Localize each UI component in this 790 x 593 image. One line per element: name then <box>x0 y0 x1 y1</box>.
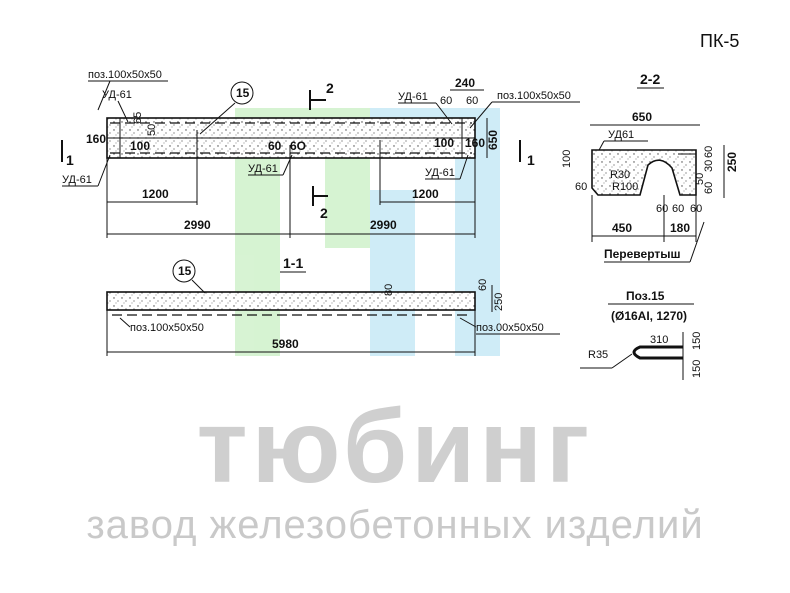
label-ud-top-left: УД-61 <box>102 89 132 101</box>
dim-2990-left: 2990 <box>184 218 211 232</box>
cut-2-top: 2 <box>326 80 334 96</box>
drawing-title: ПК-5 <box>700 31 739 51</box>
cut-1-left: 1 <box>66 152 74 168</box>
leader-line <box>119 317 131 328</box>
dim-100-left: 100 <box>130 139 150 153</box>
leader-line <box>97 154 111 187</box>
watermark-subtitle: завод железобетонных изделий <box>86 503 704 547</box>
dim-50-section: 50 <box>694 173 706 185</box>
leader-line <box>199 102 236 135</box>
dim-100-right: 100 <box>434 136 454 150</box>
section-2-2-title: 2-2 <box>640 71 660 87</box>
dim-60-left-section: 60 <box>575 181 587 193</box>
leader-line <box>459 154 469 180</box>
rebar-mark-15-section: 15 <box>178 264 192 278</box>
dim-80: 80 <box>383 284 395 296</box>
label-pos-right-section: поз.00х50х50 <box>476 322 544 334</box>
dim-2990-right: 2990 <box>370 218 397 232</box>
dim-310: 310 <box>650 334 668 346</box>
label-ud-bottom-right: УД-61 <box>425 167 455 179</box>
rebar-mark-circle <box>230 81 254 105</box>
label-pos-top-left: поз.100х50х50 <box>88 69 162 81</box>
dim-60-right-2: 60 <box>703 182 715 194</box>
dim-60-bottom-2: 60 <box>672 203 684 215</box>
pos15-detail: Поз.15 (Ø16АI, 1270) 310 150 150 R35 <box>580 289 703 380</box>
dim-160-left: 160 <box>86 132 106 146</box>
leader-line <box>97 80 111 111</box>
dim-160-right: 160 <box>465 136 485 150</box>
dim-250-2-2: 250 <box>725 152 739 172</box>
dim-150-bottom: 150 <box>691 360 703 378</box>
dim-65: 65 <box>132 112 144 124</box>
leader-line <box>191 279 206 294</box>
label-r35: R35 <box>588 349 608 361</box>
section-1-1-title: 1-1 <box>283 255 303 271</box>
dim-150-top: 150 <box>691 332 703 350</box>
label-ud-top-right: УД-61 <box>398 91 428 103</box>
label-pos-top-right: поз.100х50х50 <box>497 90 571 102</box>
section-1-1: 1-1 5980 15 80 60 250 поз.100х50х50 поз.… <box>106 255 560 356</box>
dim-240: 240 <box>455 76 475 90</box>
pos15-hook-shape <box>632 345 683 360</box>
leader-line <box>459 317 477 328</box>
dim-650-section: 650 <box>632 110 652 124</box>
label-ud-bottom-left: УД-61 <box>62 174 92 186</box>
dim-60-bottom-1: 60 <box>656 203 668 215</box>
label-ud-middle: УД-61 <box>248 163 278 175</box>
label-r100: R100 <box>612 181 638 193</box>
dim-60-mid-b: 6О <box>290 139 306 153</box>
label-r30: R30 <box>610 169 630 181</box>
dim-1200-right: 1200 <box>412 187 439 201</box>
leader-line <box>117 100 129 123</box>
dim-60-bottom-3: 60 <box>690 203 702 215</box>
cut-2-bottom: 2 <box>320 205 328 221</box>
dim-50: 50 <box>146 124 158 136</box>
pos15-spec: (Ø16АI, 1270) <box>611 309 687 323</box>
pos15-title: Поз.15 <box>626 289 665 303</box>
dim-60-top-right-a: 60 <box>440 95 452 107</box>
leader-line <box>689 221 705 263</box>
section-2-2-profile <box>591 149 697 196</box>
section-1-1-slab <box>106 291 476 311</box>
watermark-block-blue-left <box>370 190 415 356</box>
leader-line <box>282 154 293 176</box>
dim-250-section: 250 <box>493 293 505 311</box>
dim-60-mid-a: 60 <box>268 139 282 153</box>
dim-60-section: 60 <box>477 279 489 291</box>
label-pos-left-section: поз.100х50х50 <box>130 322 204 334</box>
label-ud61-section: УД61 <box>608 129 634 141</box>
leader-line <box>611 353 633 369</box>
plan-view: 1200 1200 2990 2990 поз.100х50х50 УД-61 … <box>61 69 580 238</box>
cut-1-right: 1 <box>527 152 535 168</box>
dim-60-right-1: 60 <box>703 146 715 158</box>
dim-180: 180 <box>670 221 690 235</box>
section-2-2: 2-2 650 УД61 100 60 R30 R100 60 30 50 60… <box>561 71 739 263</box>
dim-60-top-right-b: 60 <box>466 95 478 107</box>
dim-450: 450 <box>612 221 632 235</box>
label-perevertysh: Перевертыш <box>604 247 681 261</box>
rebar-mark-circle <box>172 259 196 283</box>
watermark-brand: тюбинг <box>196 389 594 505</box>
dim-30: 30 <box>703 160 715 172</box>
dim-650-plan: 650 <box>486 130 500 150</box>
rebar-mark-15: 15 <box>236 86 250 100</box>
dim-1200-left: 1200 <box>142 187 169 201</box>
leader-line <box>435 102 453 125</box>
leader-line <box>469 101 493 129</box>
dim-100-section: 100 <box>561 150 573 168</box>
dim-5980: 5980 <box>272 337 299 351</box>
